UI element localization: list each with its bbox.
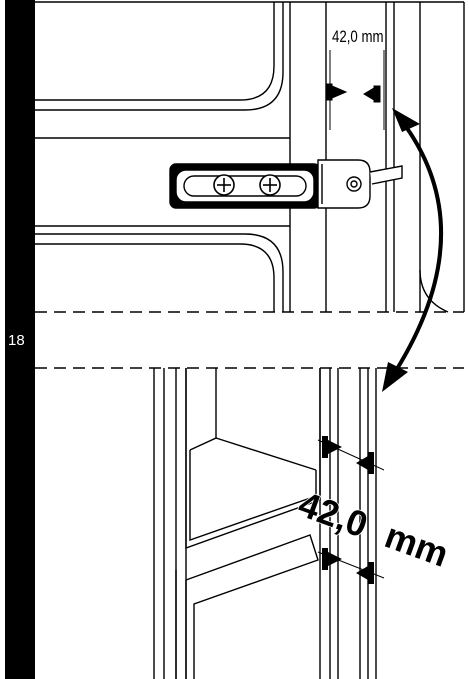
screw-icon <box>213 174 235 196</box>
bottom-dimension-unit: mm <box>380 514 454 574</box>
page-number: 18 <box>8 332 25 349</box>
bottom-profile-section <box>153 368 385 679</box>
bottom-dimension-label: 42,0 mm <box>293 482 455 575</box>
link-arrow <box>382 108 443 392</box>
top-dimension-markers <box>325 50 385 130</box>
page-margin-bar <box>5 0 35 679</box>
top-dimension-label: 42,0 mm <box>332 28 384 47</box>
screw-icon <box>259 174 281 196</box>
upper-panel-profile <box>35 2 275 101</box>
top-frame-detail <box>35 1 465 313</box>
lower-panel-profile <box>35 243 275 312</box>
bottom-dimension-markers <box>322 436 374 584</box>
hinge <box>169 159 403 209</box>
